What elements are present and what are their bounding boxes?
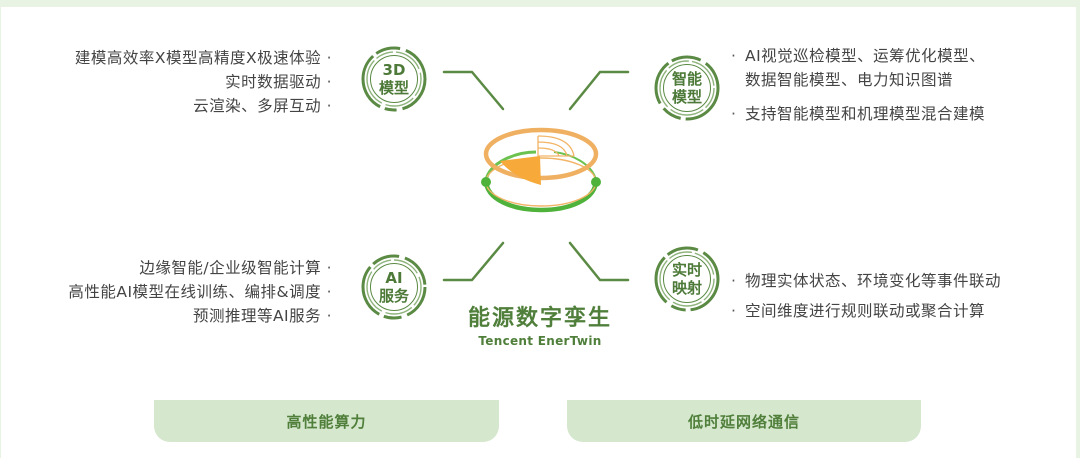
feature-list-ai-service: 边缘智能/企业级智能计算 高性能AI模型在线训练、编排&调度 预测推理等AI服务 [68,256,332,328]
list-item: 建模高效率X模型高精度X极速体验 [75,46,332,70]
orbit-rings-radar-icon [481,127,601,213]
list-item: 云渲染、多屏互动 [75,94,332,118]
center-subtitle: Tencent EnerTwin [478,334,602,348]
badge-label: 实时 映射 [671,261,702,297]
list-item: 实时数据驱动 [75,70,332,94]
connector-bottom-right [568,241,630,282]
badge-label: AI 服务 [378,269,409,305]
badge-label: 3D 模型 [378,61,409,97]
list-item: · 支持智能模型和机理模型混合建模 [731,102,985,126]
feature-list-realtime-mapping: · 物理实体状态、环境变化等事件联动 · 空间维度进行规则联动或聚合计算 [731,266,1001,326]
list-item: · 物理实体状态、环境变化等事件联动 [731,266,1001,296]
bullet: · [731,272,737,290]
footer-low-latency-network: 低时延网络通信 [567,400,921,442]
list-item: 高性能AI模型在线训练、编排&调度 [68,280,332,304]
ring-icon [654,55,720,121]
badge-intelligent-model: 智能 模型 [654,55,720,121]
badge-ai-service: AI 服务 [361,254,427,320]
list-item: · AI视觉巡检模型、运筹优化模型、 数据智能模型、电力知识图谱 [731,44,985,92]
ring-icon [361,46,427,112]
badge-3d-model: 3D 模型 [361,46,427,112]
ring-icon [654,246,720,312]
feature-list-intelligent-model: · AI视觉巡检模型、运筹优化模型、 数据智能模型、电力知识图谱 · 支持智能模… [731,44,985,126]
list-item: · 空间维度进行规则联动或聚合计算 [731,296,1001,326]
center-title: 能源数字孪生 [467,306,612,331]
footer-high-performance-compute: 高性能算力 [154,400,499,442]
list-item: 预测推理等AI服务 [68,304,332,328]
connector-top-right [568,70,630,111]
bullet: · [731,302,737,320]
connector-top-left [442,70,505,111]
bullet: · [731,47,737,65]
ring-icon [361,254,427,320]
badge-realtime-mapping: 实时 映射 [654,246,720,312]
list-item: 边缘智能/企业级智能计算 [68,256,332,280]
connector-bottom-left [442,241,505,282]
feature-list-3d-model: 建模高效率X模型高精度X极速体验 实时数据驱动 云渲染、多屏互动 [75,46,332,118]
bullet: · [731,105,737,123]
badge-label: 智能 模型 [671,70,702,106]
